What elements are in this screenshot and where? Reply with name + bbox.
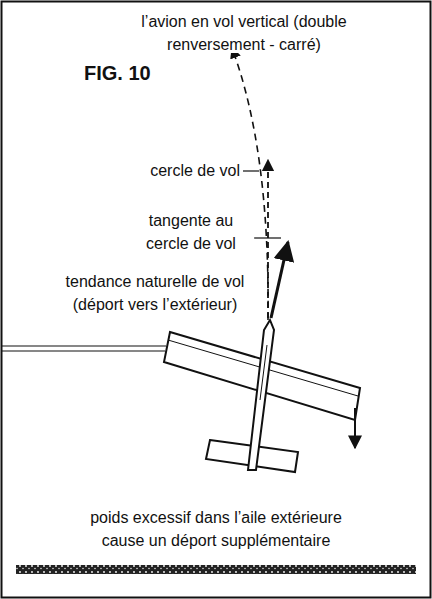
weight-arrow xyxy=(354,408,356,448)
label-text: cercle de vol xyxy=(150,162,240,179)
canopy xyxy=(260,345,267,400)
leader-line xyxy=(254,237,281,238)
ground xyxy=(16,565,416,574)
figure-number: FIG. 10 xyxy=(84,62,194,85)
note-label: poids excessif dans l’aile extérieure ca… xyxy=(70,506,362,552)
leader-line xyxy=(243,170,259,171)
callout-label: tangente au cercle de vol xyxy=(130,209,252,255)
label-text: tangente au cercle de vol xyxy=(146,212,236,252)
fuselage xyxy=(248,320,274,470)
callout-label: cercle de vol xyxy=(118,159,240,182)
label-text: l’avion en vol vertical (double renverse… xyxy=(141,13,346,53)
drift-arrow xyxy=(271,242,288,318)
note-label: l’avion en vol vertical (double renverse… xyxy=(128,10,360,56)
label-text: tendance naturelle de vol (déport vers l… xyxy=(66,273,245,313)
callout-label: tendance naturelle de vol (déport vers l… xyxy=(50,270,260,316)
tangent-arrow xyxy=(267,160,269,318)
control-line xyxy=(2,345,166,346)
label-text: FIG. 10 xyxy=(84,62,151,84)
label-text: poids excessif dans l’aile extérieure ca… xyxy=(90,509,342,549)
control-line xyxy=(2,350,165,351)
